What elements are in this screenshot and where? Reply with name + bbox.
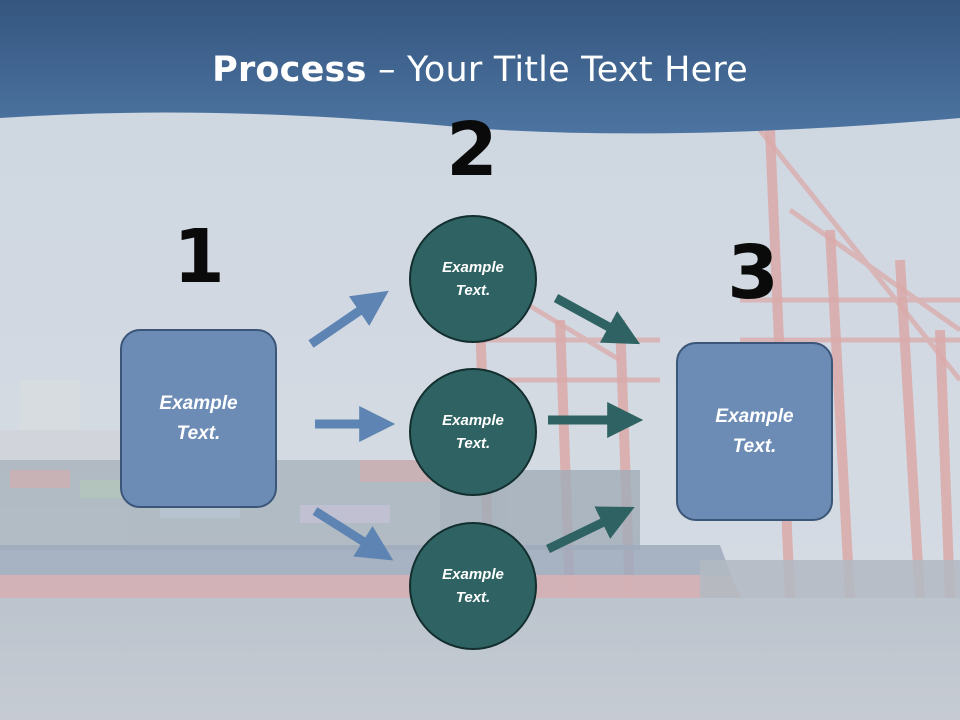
circle-text-line2: Text.: [455, 282, 491, 299]
step-1-box[interactable]: Example Text.: [120, 329, 277, 508]
circle-text-line1: Example: [442, 259, 504, 276]
step-2-circle-top[interactable]: Example Text.: [409, 215, 537, 343]
step-1-text-line2: Text.: [176, 422, 221, 444]
step-number-3: 3: [727, 230, 779, 316]
circle-text-line1: Example: [442, 566, 504, 583]
circle-text-line2: Text.: [455, 435, 491, 452]
step-1-text-line1: Example: [159, 392, 238, 414]
step-3-text-line2: Text.: [732, 435, 777, 457]
circle-text-line2: Text.: [455, 589, 491, 606]
circle-text: Example Text.: [442, 409, 504, 455]
circle-text: Example Text.: [442, 563, 504, 609]
step-3-text-line1: Example: [715, 405, 794, 427]
title-bold-text: Process: [212, 50, 367, 90]
title-rest-text: – Your Title Text Here: [366, 50, 748, 90]
step-1-text: Example Text.: [159, 389, 237, 449]
arrow-up-right-icon: [546, 506, 635, 554]
arrow-up-right-icon: [308, 290, 389, 348]
circle-text-line1: Example: [442, 412, 504, 429]
arrow-down-right-icon: [312, 507, 394, 561]
step-number-1: 1: [173, 214, 225, 300]
step-2-circle-bottom[interactable]: Example Text.: [409, 522, 537, 650]
circle-text: Example Text.: [442, 256, 504, 302]
header-band: [0, 0, 960, 134]
step-3-text: Example Text.: [715, 402, 793, 462]
arrow-down-right-icon: [553, 294, 641, 345]
step-number-2: 2: [446, 107, 498, 193]
step-2-circle-middle[interactable]: Example Text.: [409, 368, 537, 496]
slide-title: Process – Your Title Text Here: [0, 50, 960, 90]
step-3-box[interactable]: Example Text.: [676, 342, 833, 521]
